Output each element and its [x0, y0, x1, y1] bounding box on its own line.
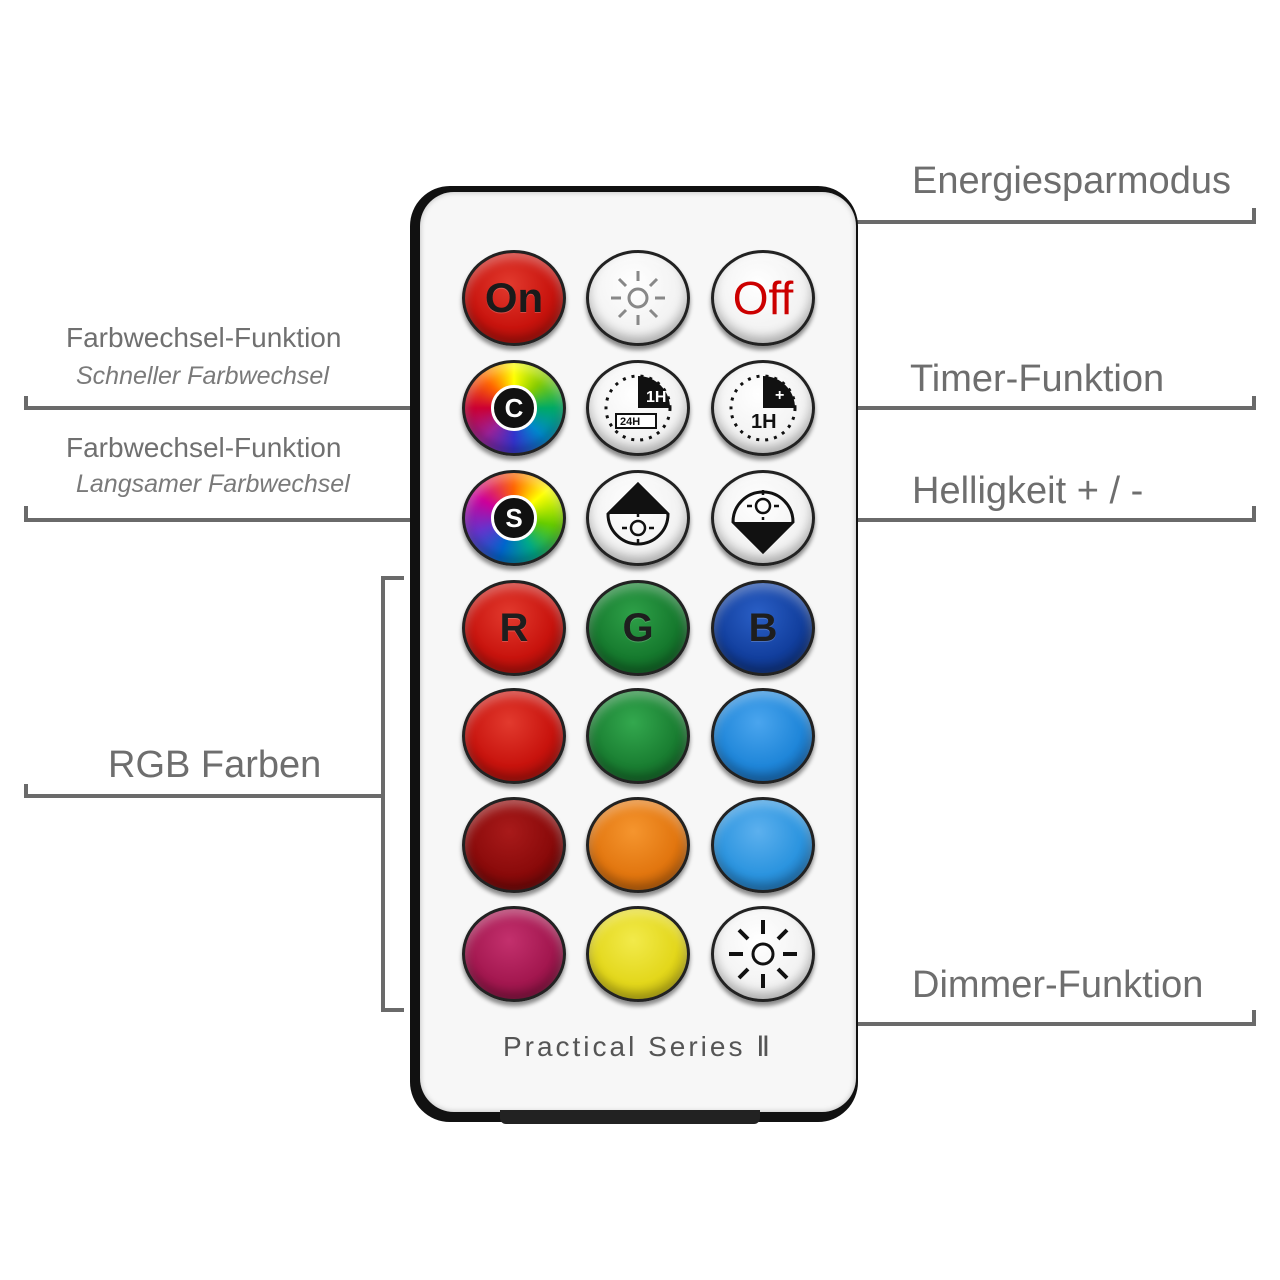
brand-label: Practical Series Ⅱ: [502, 1031, 774, 1062]
color-change-fast-button[interactable]: C: [462, 360, 566, 456]
color-dark-red-button[interactable]: [462, 797, 566, 893]
label-color-fast-sub: Schneller Farbwechsel: [76, 362, 329, 390]
svg-text:+: +: [775, 387, 784, 404]
svg-text:1H: 1H: [646, 389, 666, 406]
color-slow-label: S: [491, 495, 537, 541]
label-brightness: Helligkeit + / -: [912, 470, 1144, 512]
dimmer-icon: [729, 920, 797, 988]
brightness-down-icon: [731, 490, 795, 555]
brightness-down-button[interactable]: [711, 470, 815, 566]
red-button-label: R: [499, 605, 529, 650]
color-yellow-button[interactable]: [586, 906, 690, 1002]
label-color-slow-title: Farbwechsel-Funktion: [66, 432, 342, 463]
remote-control-bottom-edge: [500, 1110, 760, 1124]
green-button-label: G: [622, 605, 654, 650]
color-fast-label: C: [491, 385, 537, 431]
dimmer-button[interactable]: [711, 906, 815, 1002]
on-button[interactable]: On: [462, 250, 566, 346]
red-button[interactable]: R: [462, 580, 566, 676]
green-button[interactable]: G: [586, 580, 690, 676]
label-rgb-colors: RGB Farben: [108, 744, 322, 786]
timer-24h-button[interactable]: 1H 24H: [586, 360, 690, 456]
blue-button[interactable]: B: [711, 580, 815, 676]
color-sky-blue-button[interactable]: [711, 797, 815, 893]
label-dimmer: Dimmer-Funktion: [912, 964, 1204, 1006]
color-change-slow-button[interactable]: S: [462, 470, 566, 566]
sun-icon: [611, 271, 665, 325]
timer-24h-text: 24H: [620, 416, 640, 428]
blue-button-label: B: [748, 605, 778, 650]
brightness-up-button[interactable]: [586, 470, 690, 566]
timer-1h-icon: + 1H: [729, 374, 797, 442]
brightness-up-icon: [606, 481, 670, 546]
timer-1h-button[interactable]: + 1H: [711, 360, 815, 456]
color-light-blue-button[interactable]: [711, 688, 815, 784]
label-energy-saving: Energiesparmodus: [912, 160, 1231, 202]
on-button-label: On: [484, 274, 544, 321]
off-button-label: Off: [732, 272, 794, 324]
color-red-button[interactable]: [462, 688, 566, 784]
off-button[interactable]: Off: [711, 250, 815, 346]
label-timer: Timer-Funktion: [910, 358, 1165, 400]
timer-1h-text: 1H: [751, 411, 777, 433]
label-color-fast-title: Farbwechsel-Funktion: [66, 322, 342, 353]
label-color-slow-sub: Langsamer Farbwechsel: [76, 470, 350, 498]
energy-saving-button[interactable]: [586, 250, 690, 346]
color-green-button[interactable]: [586, 688, 690, 784]
timer-24h-icon: 1H 24H: [604, 374, 672, 442]
color-orange-button[interactable]: [586, 797, 690, 893]
color-magenta-button[interactable]: [462, 906, 566, 1002]
